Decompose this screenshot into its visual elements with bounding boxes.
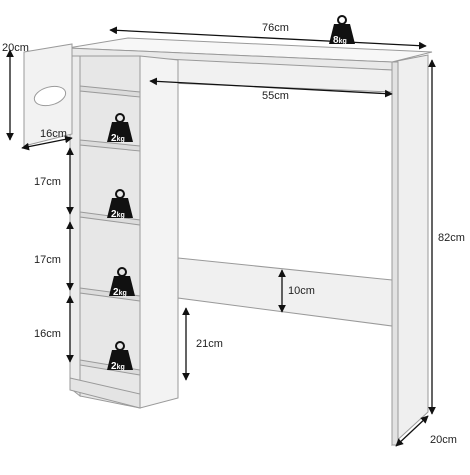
weight-shelf-4-unit: kg xyxy=(116,364,125,371)
right-leg-panel xyxy=(391,54,429,447)
dim-top-width-label: 76cm xyxy=(262,22,289,34)
dim-door-height-label: 20cm xyxy=(2,42,29,54)
weight-shelf-3-unit: kg xyxy=(118,290,127,297)
dim-depth-label: 20cm xyxy=(430,434,457,446)
dim-leg-clearance-label: 21cm xyxy=(196,338,223,350)
dim-shelf-4-label: 16cm xyxy=(34,328,61,340)
weight-icon-shelf-1 xyxy=(107,113,133,142)
weight-shelf-4-number: 2 xyxy=(111,361,117,372)
dim-shelf-1-label: 16cm xyxy=(40,128,67,140)
weight-top-label: 8kg xyxy=(333,35,347,46)
weight-icon-shelf-4 xyxy=(107,341,133,370)
dim-depth-line xyxy=(395,415,429,447)
weight-shelf-1-unit: kg xyxy=(116,136,125,143)
dim-top-width-line xyxy=(109,26,427,50)
door-handle-cutout xyxy=(33,85,67,107)
dim-crossbar-label: 10cm xyxy=(288,285,315,297)
cabinet-door xyxy=(23,43,73,147)
dim-shelf-2-label: 17cm xyxy=(34,176,61,188)
weight-shelf-2-label: 2kg xyxy=(111,209,125,220)
weight-shelf-3-number: 2 xyxy=(113,287,119,298)
weight-top-number: 8 xyxy=(333,35,339,46)
weight-icon-top xyxy=(329,15,355,44)
weight-top-unit: kg xyxy=(338,38,347,45)
weight-shelf-3-label: 2kg xyxy=(113,287,127,298)
weight-icon-shelf-2 xyxy=(107,189,133,218)
dim-shelf-depth-line xyxy=(21,135,73,151)
dim-shelf-3-label: 17cm xyxy=(34,254,61,266)
dimension-lines xyxy=(6,26,436,447)
crossbar-panel xyxy=(177,257,393,327)
weight-shelf-1-label: 2kg xyxy=(111,133,125,144)
dim-inner-width-line xyxy=(149,77,393,98)
weight-shelf-2-number: 2 xyxy=(111,209,117,220)
dim-height-label: 82cm xyxy=(438,232,465,244)
weight-shelf-4-label: 2kg xyxy=(111,361,125,372)
dim-inner-width-label: 55cm xyxy=(262,90,289,102)
weight-shelf-1-number: 2 xyxy=(111,133,117,144)
weight-shelf-2-unit: kg xyxy=(116,212,125,219)
weight-icon-shelf-3 xyxy=(109,267,135,296)
